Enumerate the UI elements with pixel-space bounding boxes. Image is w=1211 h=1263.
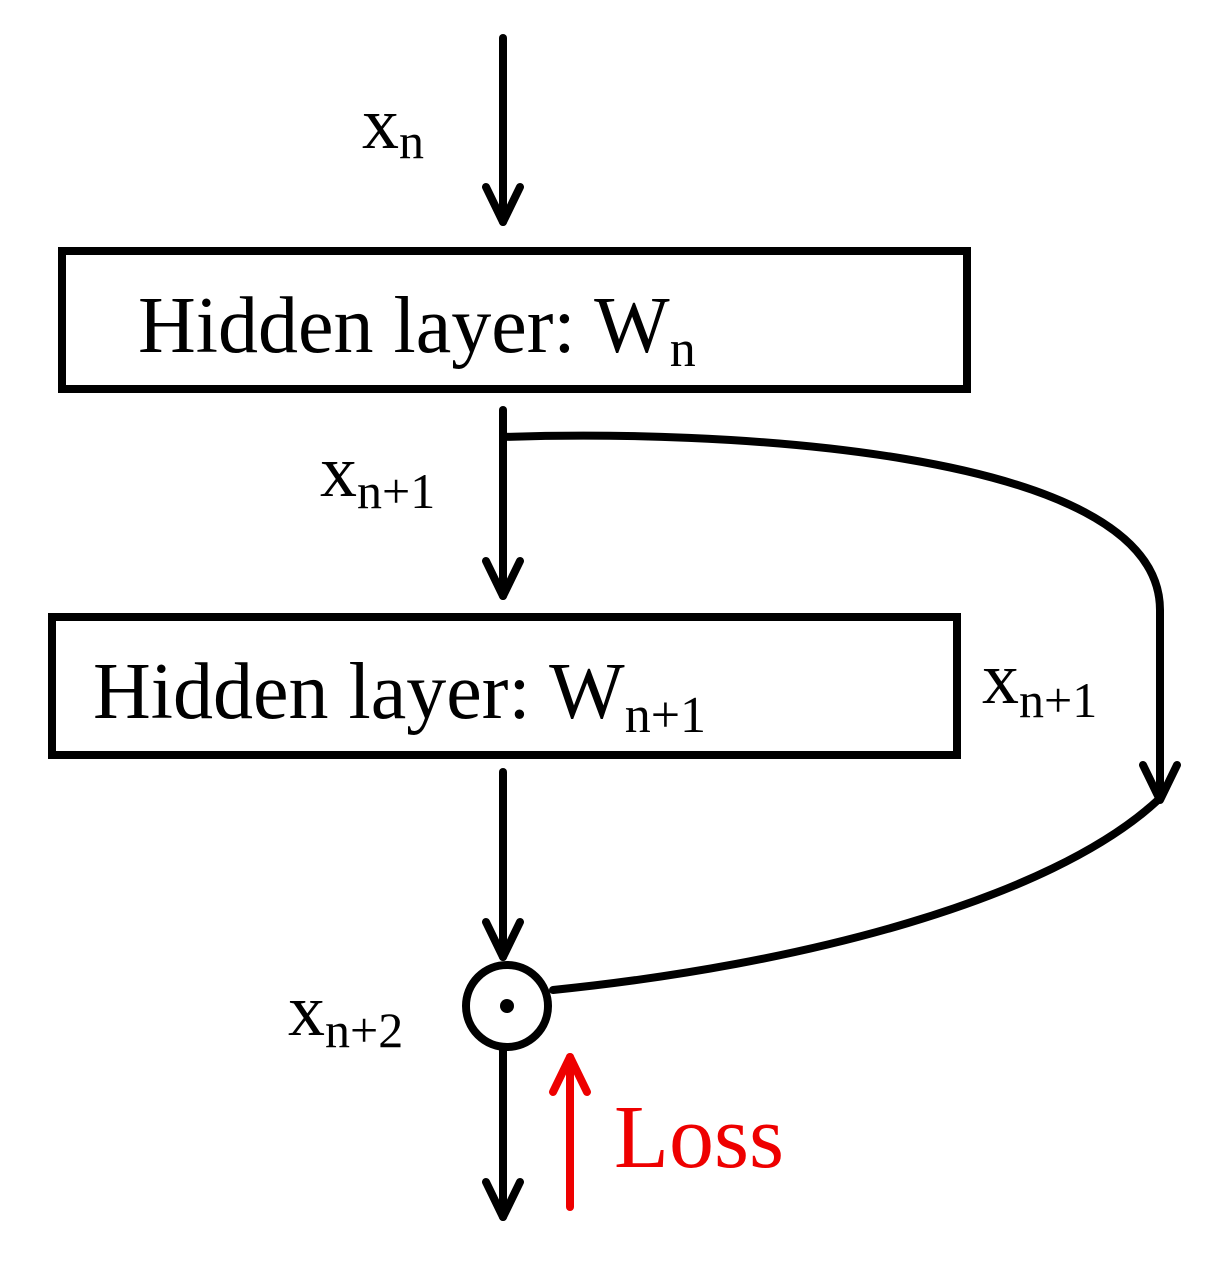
label-x-n-plus-2: xn+2 [288,970,403,1058]
hidden-layer-2-label: Hidden layer: Wn+1 [93,648,706,744]
label-x-n-plus-1-main: xn+1 [320,431,435,519]
elementwise-product-operator [462,961,552,1051]
hidden-to-hidden-arrow [482,406,524,600]
output-arrow [482,1044,524,1221]
label-x-n: xn [362,83,424,169]
label-x-n-plus-1-skip: xn+1 [982,638,1097,728]
skip-connection-path [499,431,1181,994]
loss-label: Loss [614,1088,784,1187]
hidden-to-operator-arrow [482,768,524,961]
hidden-layer-1-label: Hidden layer: Wn [138,282,696,378]
hidden-layer-2-box [48,613,961,759]
loss-arrow [549,1053,591,1211]
input-arrow [482,34,524,226]
hidden-layer-1-box [58,247,971,393]
